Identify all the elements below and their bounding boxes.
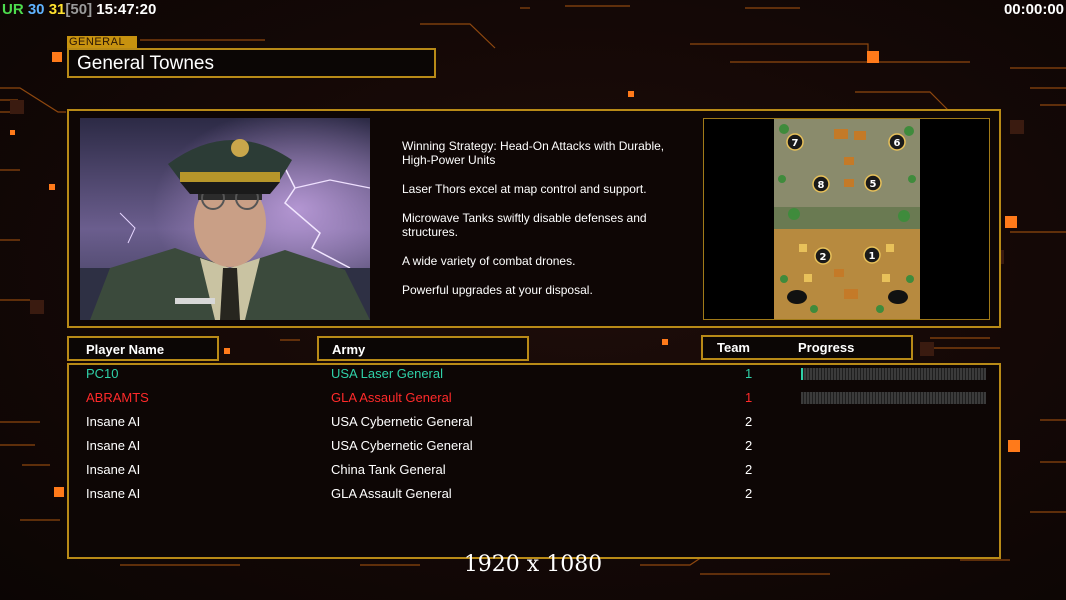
map-slot-label: 7 — [792, 138, 799, 149]
map-slot-label: 5 — [870, 179, 877, 190]
progress-fill — [801, 368, 803, 380]
general-tag: GENERAL — [67, 36, 137, 48]
general-name: General Townes — [77, 53, 214, 74]
player-team: 2 — [745, 462, 753, 477]
player-row: ABRAMTS GLA Assault General 1 — [69, 390, 1003, 410]
general-description: Winning Strategy: Head-On Attacks with D… — [402, 139, 692, 312]
player-row: Insane AI China Tank General 2 — [69, 462, 1003, 482]
player-team: 1 — [745, 390, 753, 405]
description-line: Microwave Tanks swiftly disable defenses… — [402, 211, 647, 239]
player-name: Insane AI — [86, 486, 141, 501]
fps-value-1: 30 — [27, 1, 45, 18]
ur-label: UR — [2, 1, 24, 18]
player-row: PC10 USA Laser General 1 — [69, 366, 1003, 386]
player-team: 1 — [745, 366, 753, 381]
player-team: 2 — [745, 414, 753, 429]
fps-value-2: 31 — [48, 1, 66, 18]
player-row: Insane AI USA Cybernetic General 2 — [69, 414, 1003, 434]
map-slot-label: 8 — [818, 180, 825, 191]
general-portrait — [80, 118, 370, 320]
resolution-label: 1920 x 1080 — [463, 552, 603, 577]
progress-bar — [801, 368, 986, 380]
player-army: GLA Assault General — [331, 390, 452, 405]
clock: 15:47:20 — [96, 1, 157, 18]
player-army: GLA Assault General — [331, 486, 452, 501]
player-row: Insane AI USA Cybernetic General 2 — [69, 438, 1003, 458]
map-slot-label: 1 — [869, 251, 876, 262]
column-header-army: Army — [317, 336, 529, 361]
player-army: USA Cybernetic General — [331, 414, 473, 429]
column-header-player-name: Player Name — [67, 336, 219, 361]
column-header-label: Player Name — [86, 342, 165, 357]
column-header-label: Army — [332, 342, 366, 357]
fps-limit: [50] — [65, 1, 93, 18]
player-army: USA Cybernetic General — [331, 438, 473, 453]
player-team: 2 — [745, 438, 753, 453]
description-line: Laser Thors excel at map control and sup… — [402, 182, 647, 196]
column-header-progress: Progress — [798, 340, 855, 355]
player-row: Insane AI GLA Assault General 2 — [69, 486, 1003, 506]
column-header-team: Team — [717, 340, 750, 355]
description-line: Winning Strategy: Head-On Attacks with D… — [402, 139, 665, 167]
map-preview[interactable]: 7 6 8 5 2 1 — [703, 118, 990, 320]
player-name: Insane AI — [86, 414, 141, 429]
column-header-team-progress: Team Progress — [701, 335, 913, 360]
general-title-box: General Townes — [67, 48, 436, 78]
player-name: ABRAMTS — [86, 390, 149, 405]
map-slot-label: 2 — [820, 252, 827, 263]
player-list: PC10 USA Laser General 1 ABRAMTS GLA Ass… — [67, 363, 1001, 559]
progress-bar — [801, 392, 986, 404]
map-slot-label: 6 — [894, 138, 901, 149]
player-army: China Tank General — [331, 462, 446, 477]
player-army: USA Laser General — [331, 366, 444, 381]
player-name: PC10 — [86, 366, 119, 381]
player-name: Insane AI — [86, 438, 141, 453]
description-line: A wide variety of combat drones. — [402, 254, 576, 268]
description-line: Powerful upgrades at your disposal. — [402, 283, 593, 297]
fps-readout: UR 30 31[50] 15:47:20 — [2, 1, 156, 18]
player-name: Insane AI — [86, 462, 141, 477]
game-timer: 00:00:00 — [1003, 1, 1064, 18]
player-team: 2 — [745, 486, 753, 501]
